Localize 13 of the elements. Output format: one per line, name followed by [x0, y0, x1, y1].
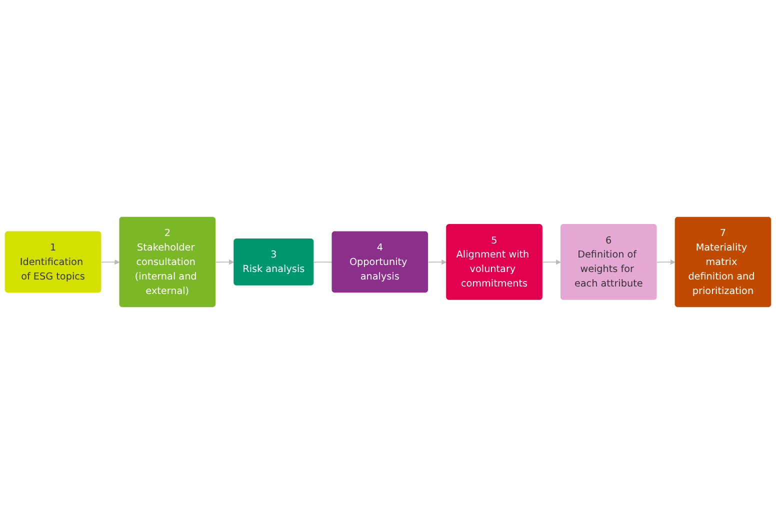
arrow	[656, 259, 676, 264]
arrow	[428, 259, 447, 264]
arrow	[542, 259, 561, 264]
node-box: 7 Materiality matrix definition and prioritization	[674, 216, 772, 307]
arrow	[215, 259, 234, 264]
node-box: 3 Risk analysis	[234, 238, 314, 285]
node-box: 6 Definition of weights for each attribute	[560, 224, 657, 300]
node-box: 1 Identification of ESG topics	[4, 230, 102, 292]
node-box: 2 Stakeholder consultation (internal and external)	[119, 216, 216, 307]
node-box: 5 Alignment with voluntary commitments	[446, 224, 542, 300]
node-box: 4 Opportunity analysis	[332, 230, 428, 292]
connector	[314, 261, 332, 262]
arrow	[101, 259, 120, 264]
